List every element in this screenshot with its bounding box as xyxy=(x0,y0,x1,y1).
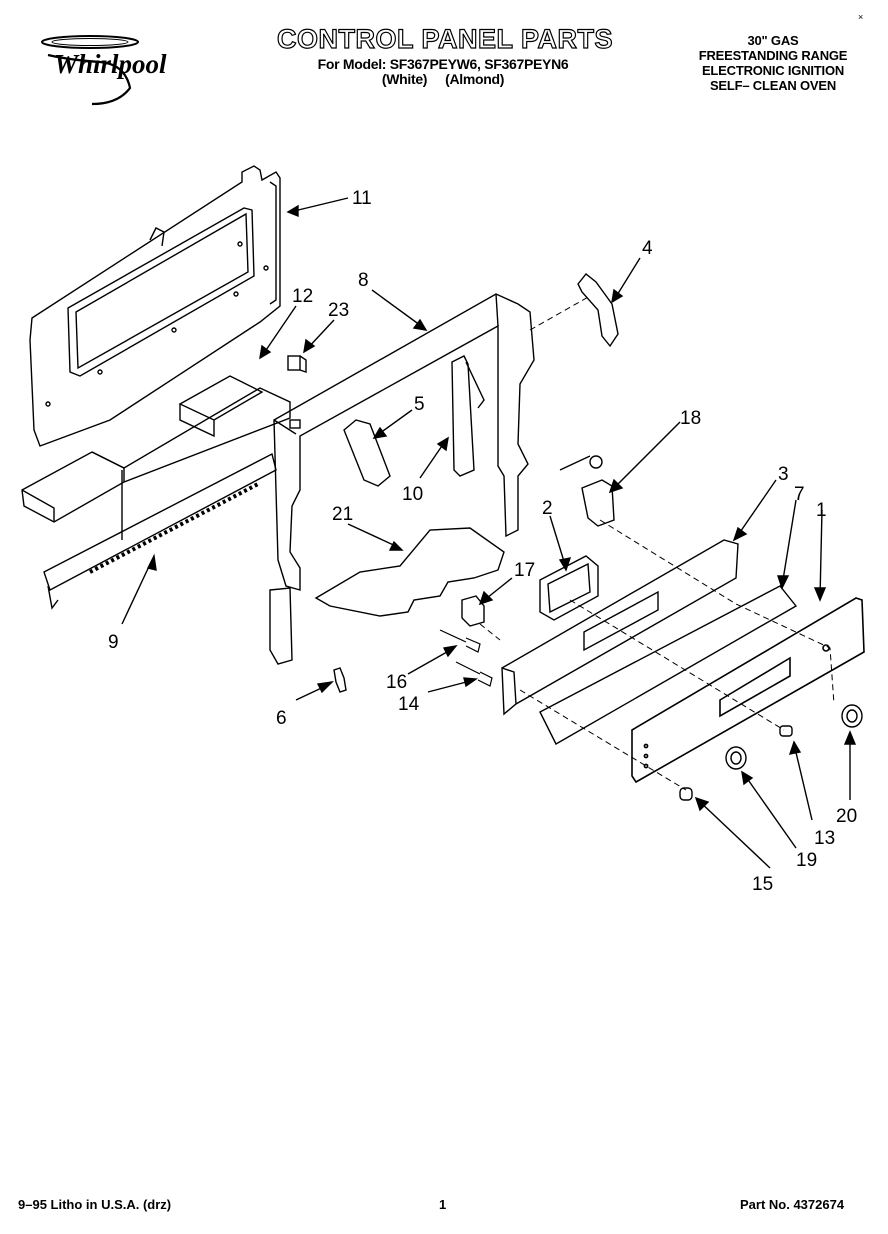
page-title: CONTROL PANEL PARTS xyxy=(276,23,614,54)
callout-5: 5 xyxy=(414,394,425,415)
part-13-button xyxy=(779,725,793,737)
corner-mark: × xyxy=(858,12,864,22)
callout-3: 3 xyxy=(778,464,789,485)
part-9-vent-panel xyxy=(43,452,277,610)
part-16-screw xyxy=(439,629,481,653)
callout-21: 21 xyxy=(332,504,353,525)
assembly-lines xyxy=(479,295,835,791)
description-line-4: SELF– CLEAN OVEN xyxy=(709,78,837,93)
callout-1: 1 xyxy=(816,500,827,521)
part-15-button xyxy=(679,787,693,801)
callout-15: 15 xyxy=(752,874,773,895)
part-5-bracket xyxy=(343,419,391,487)
callout-14: 14 xyxy=(398,694,420,715)
leader-arrows xyxy=(121,197,857,869)
callout-16: 16 xyxy=(386,672,407,693)
color-line: (White) (Almond) xyxy=(381,71,505,87)
callout-9: 9 xyxy=(108,632,119,653)
model-info: For Model: SF367PEYW6, SF367PEYN6 (White… xyxy=(268,57,618,87)
part-2-display-bezel xyxy=(539,555,599,621)
callout-numbers: 11 8 12 23 4 5 10 21 2 17 18 3 7 1 9 6 1… xyxy=(108,188,857,895)
footer-page-number: 1 xyxy=(439,1197,447,1212)
callout-13: 13 xyxy=(814,828,835,849)
callout-2: 2 xyxy=(542,498,553,519)
part-23-clip xyxy=(287,355,307,373)
callout-6: 6 xyxy=(276,708,287,729)
part-4-bracket xyxy=(577,273,619,348)
part-19-knob xyxy=(725,746,747,770)
footer-part-number: Part No. 4372674 xyxy=(740,1197,845,1212)
callout-19: 19 xyxy=(796,850,817,871)
callout-12: 12 xyxy=(292,286,313,307)
part-10-channel xyxy=(451,355,485,477)
description-line-1: 30" GAS xyxy=(747,33,799,48)
callout-18: 18 xyxy=(680,408,701,429)
part-11-frame xyxy=(29,165,281,447)
logo-text: Whirlpool xyxy=(54,49,167,79)
callout-7: 7 xyxy=(794,484,805,505)
footer-litho: 9–95 Litho in U.S.A. (drz) xyxy=(18,1197,172,1212)
part-3-panel xyxy=(501,539,739,716)
appliance-description: 30" GAS FREESTANDING RANGE ELECTRONIC IG… xyxy=(668,33,878,93)
part-12-trim xyxy=(21,375,291,540)
part-7-channel xyxy=(539,585,798,745)
description-line-2: FREESTANDING RANGE xyxy=(698,48,848,63)
callout-10: 10 xyxy=(402,484,423,505)
part-21-plate xyxy=(314,527,505,617)
callout-4: 4 xyxy=(642,238,653,259)
part-8-control-frame xyxy=(269,293,535,665)
callout-20: 20 xyxy=(836,806,857,827)
part-20-knob xyxy=(841,704,863,728)
part-14-screw xyxy=(455,661,493,687)
part-6-clip xyxy=(333,667,347,693)
part-1-front-panel xyxy=(631,597,865,784)
whirlpool-logo: Whirlpool xyxy=(41,35,167,106)
callout-11: 11 xyxy=(352,188,372,209)
model-line: For Model: SF367PEYW6, SF367PEYN6 xyxy=(317,56,569,72)
description-line-3: ELECTRONIC IGNITION xyxy=(701,63,845,78)
callout-8: 8 xyxy=(358,270,369,291)
callout-23: 23 xyxy=(328,300,349,321)
part-17-clip xyxy=(461,595,485,627)
callout-17: 17 xyxy=(514,560,535,581)
part-18-switch xyxy=(559,455,615,527)
